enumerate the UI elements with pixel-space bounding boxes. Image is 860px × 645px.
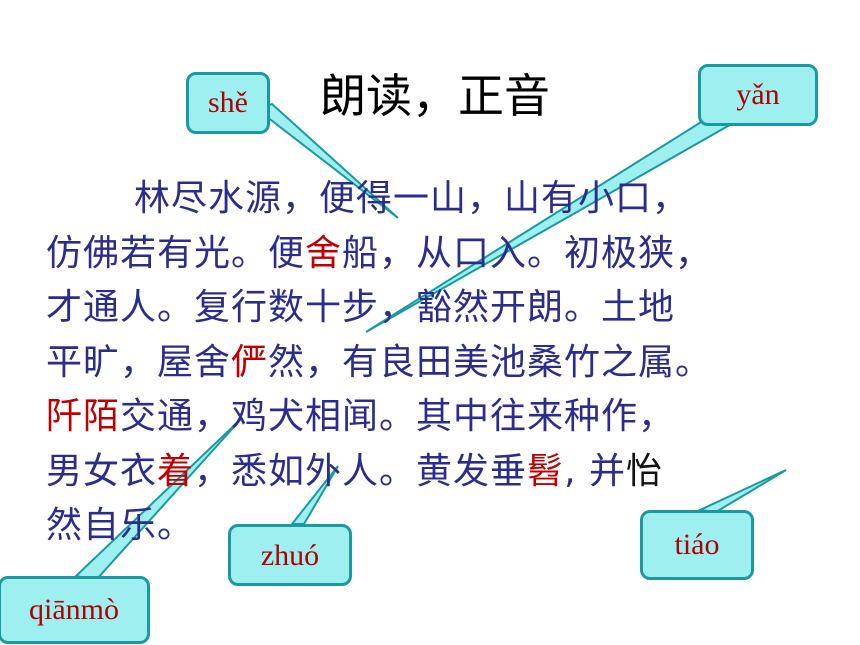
text-segment: 然，有良田美池桑竹之属。 xyxy=(268,341,713,383)
text-segment: 怡 xyxy=(625,450,663,492)
passage-line: 仿佛若有光。便舍船，从口入。初极狭， xyxy=(46,227,836,282)
text-segment: 船，从口入。初极狭， xyxy=(342,232,713,274)
highlighted-char: 阡陌 xyxy=(46,396,121,437)
page-title: 朗读，正音 xyxy=(320,69,550,123)
passage-line: 阡陌交通，鸡犬相闻。其中往来种作， xyxy=(46,390,836,445)
text-segment: , 并 xyxy=(564,450,626,492)
text-segment: 才通人。复行数十步，豁然开朗。土地 xyxy=(46,287,676,328)
text-segment: 仿佛若有光。便 xyxy=(46,232,306,274)
passage-line: 男女衣着，悉如外人。黄发垂髫, 并怡 xyxy=(46,445,836,500)
passage-line: 林尽水源，便得一山，山有小口， xyxy=(46,172,836,227)
text-segment: 然自乐。 xyxy=(46,505,195,546)
pinyin-label: shě xyxy=(208,86,248,119)
passage: 林尽水源，便得一山，山有小口， 仿佛若有光。便舍船，从口入。初极狭， 才通人。复… xyxy=(46,172,836,554)
highlighted-char: 舍 xyxy=(305,232,343,274)
callout-tiao: tiáo xyxy=(640,510,754,580)
pinyin-label: qiānmò xyxy=(29,593,119,626)
pinyin-label: zhuó xyxy=(260,539,320,572)
passage-line: 才通人。复行数十步，豁然开朗。土地 xyxy=(46,281,836,336)
passage-line: 然自乐。 xyxy=(46,499,836,554)
callout-she: shě xyxy=(186,72,270,134)
text-segment: 林尽水源，便得一山，山有小口， xyxy=(134,178,690,219)
passage-line: 平旷，屋舍俨然，有良田美池桑竹之属。 xyxy=(46,336,836,391)
highlighted-char: 俨 xyxy=(231,341,269,383)
text-segment: 交通，鸡犬相闻。其中往来种作， xyxy=(120,396,676,437)
callout-qianmo: qiānmò xyxy=(0,576,150,644)
pinyin-label: yǎn xyxy=(736,78,780,111)
text-segment: 男女衣 xyxy=(46,450,158,492)
pinyin-label: tiáo xyxy=(674,528,720,561)
highlighted-char: 着 xyxy=(157,450,195,492)
callout-yan: yǎn xyxy=(698,64,818,126)
text-segment: ，悉如外人。黄发垂 xyxy=(194,450,528,492)
text-segment: 平旷，屋舍 xyxy=(46,341,232,383)
highlighted-char: 髫 xyxy=(527,450,565,492)
callout-zhuo: zhuó xyxy=(228,524,352,586)
